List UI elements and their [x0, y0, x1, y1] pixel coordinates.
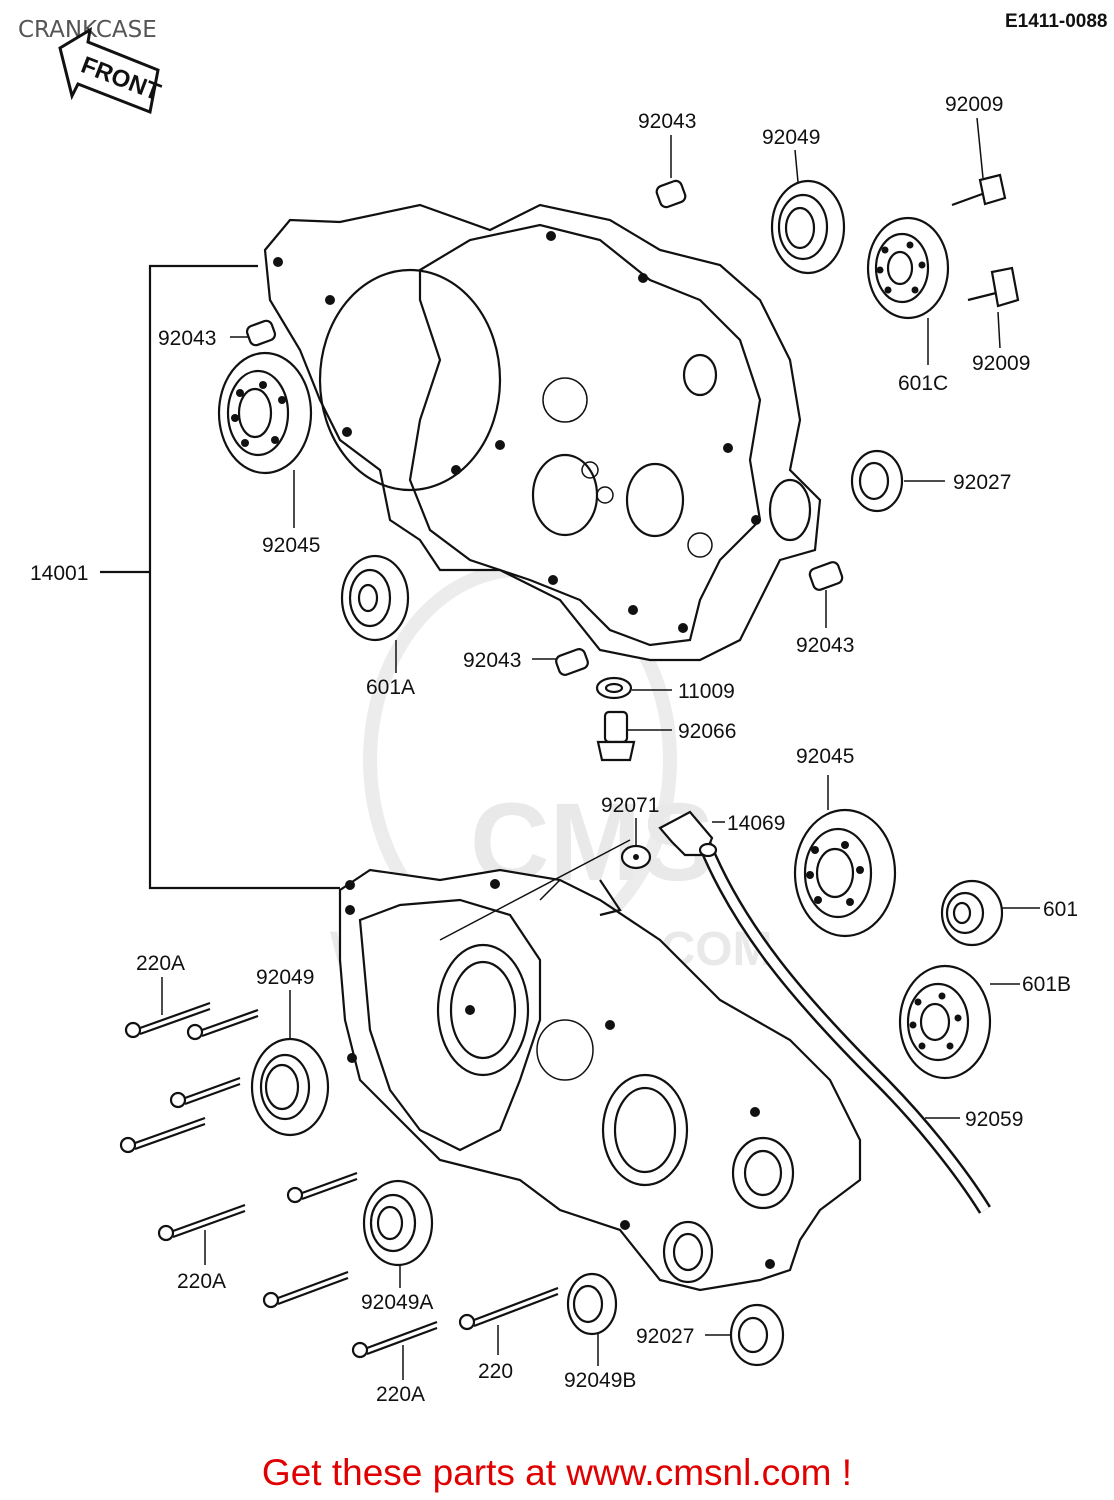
dowel-pin-top [655, 179, 687, 209]
label-601C: 601C [898, 372, 948, 395]
label-601B: 601B [1022, 973, 1071, 996]
clamp-92071 [620, 844, 652, 870]
bolt-220A-8 [351, 1320, 438, 1359]
label-11009: 11009 [678, 680, 735, 703]
label-92045-left: 92045 [262, 534, 320, 557]
label-92027-right: 92027 [953, 471, 1011, 494]
label-601A: 601A [366, 676, 415, 699]
dowel-pin-left [245, 319, 277, 347]
screw-92009-right [967, 266, 1020, 308]
label-92009-right: 92009 [972, 352, 1030, 375]
breather-hose-92059 [698, 842, 991, 1214]
bearing-601 [940, 879, 1004, 947]
label-220A-bottom: 220A [376, 1383, 425, 1406]
label-92027-bottom: 92027 [636, 1325, 694, 1348]
label-92043-mid: 92043 [463, 649, 521, 672]
label-92066: 92066 [678, 720, 736, 743]
washer-11009 [595, 676, 633, 700]
label-92071: 92071 [601, 794, 659, 817]
elbow-fitting-14069 [658, 810, 718, 858]
label-92009-top: 92009 [945, 93, 1003, 116]
bolts-220 [119, 1001, 559, 1359]
label-92049A: 92049A [361, 1291, 433, 1314]
leader-lines [161, 117, 1040, 1380]
dowel-pin-mid-right [808, 561, 844, 591]
label-601: 601 [1043, 898, 1078, 921]
bolt-220A-1 [124, 1001, 211, 1039]
oil-seal-92027-right [850, 449, 904, 513]
bearing-601C [866, 216, 950, 320]
upper-crankcase-half [263, 203, 822, 662]
bolt-220A-3 [169, 1076, 241, 1109]
label-92045-right: 92045 [796, 745, 854, 768]
label-14001: 14001 [30, 562, 88, 585]
footer-cta[interactable]: Get these parts at www.cmsnl.com ! [261, 1452, 853, 1493]
label-92043-mid-right: 92043 [796, 634, 854, 657]
bolt-220A-5 [286, 1171, 358, 1204]
label-220: 220 [478, 1360, 513, 1383]
bearing-92045-right [793, 808, 897, 938]
lower-crankcase-half [338, 868, 862, 1292]
dowel-pin-mid [555, 648, 589, 676]
bearing-92045-left [217, 351, 313, 475]
oil-seal-92049-top [770, 179, 846, 275]
bolt-220 [458, 1286, 559, 1331]
label-92059: 92059 [965, 1108, 1023, 1131]
drain-plug-92066 [596, 710, 636, 762]
oil-seal-92027-bottom [729, 1303, 785, 1367]
oil-seal-92049B [566, 1272, 618, 1336]
oil-seal-92049-bottom [250, 1037, 330, 1137]
bearing-601A [340, 554, 410, 642]
bolt-220A-6 [157, 1203, 246, 1242]
label-92043-top: 92043 [638, 110, 696, 133]
label-14069: 14069 [727, 812, 785, 835]
bearing-601B [898, 964, 992, 1080]
label-92049-top: 92049 [762, 126, 820, 149]
label-220A-top: 220A [136, 952, 185, 975]
bolt-220A-4 [119, 1116, 206, 1154]
oil-seal-92049A [362, 1179, 434, 1267]
label-92049B: 92049B [564, 1369, 636, 1392]
label-92043-left: 92043 [158, 327, 216, 350]
part-labels: 92043 92049 92009 92009 601C 92043 92045… [30, 93, 1078, 1406]
bolt-220A-2 [186, 1008, 259, 1041]
assembly-bracket-14001 [100, 264, 340, 890]
bolt-220A-7 [262, 1270, 349, 1309]
label-220A-mid: 220A [177, 1270, 226, 1293]
diagram-code: E1411-0088 [1005, 11, 1108, 32]
screw-92009-top [951, 173, 1007, 207]
label-92049-bottom: 92049 [256, 966, 314, 989]
